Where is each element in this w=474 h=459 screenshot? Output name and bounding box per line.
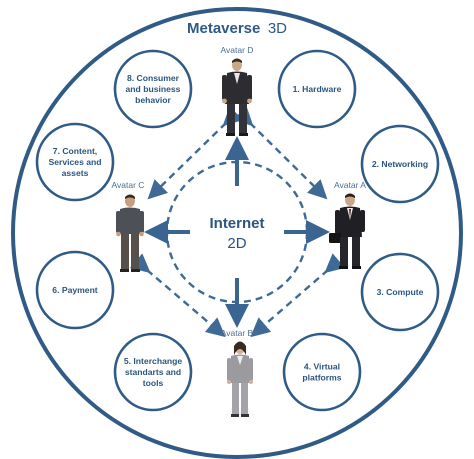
link-d-c: [147, 106, 244, 200]
title-bold: Metaverse: [187, 20, 260, 37]
node-circle: [35, 122, 115, 202]
node-label-line: tools: [143, 378, 164, 388]
node-label-line: 8. Consumer: [127, 73, 180, 83]
node-label-line: assets: [62, 168, 89, 178]
link-c-b: [129, 253, 226, 338]
node-label-line: 7. Content,: [53, 146, 97, 156]
outer-ring: [11, 7, 463, 459]
avatar-links: [129, 106, 346, 338]
avatar-a-label: Avatar A: [334, 180, 366, 190]
center-line-1: Internet: [209, 215, 264, 232]
node-label-line: 3. Compute: [377, 287, 424, 297]
node-circle: [113, 49, 193, 129]
avatar-a-figure: [329, 193, 365, 269]
node-label-line: Services and: [48, 157, 101, 167]
avatar-b-label: Avatar B: [221, 328, 254, 338]
node-circle: [113, 332, 193, 412]
title-normal: 3D: [268, 20, 287, 37]
center-line-2: 2D: [227, 235, 246, 252]
node-circle: [360, 252, 440, 332]
node-label-line: 1. Hardware: [293, 84, 342, 94]
node-1: 1. Hardware: [277, 49, 357, 129]
node-circle: [282, 332, 362, 412]
link-a-b: [250, 253, 346, 338]
node-3: 3. Compute: [360, 252, 440, 332]
node-label-line: 4. Virtual: [304, 362, 340, 372]
node-label-line: 2. Networking: [372, 159, 428, 169]
node-layer: 1. Hardware 2. Networking 3. Compute 4. Vir…: [35, 49, 440, 412]
node-label-line: standarts and: [125, 367, 181, 377]
node-label-line: platforms: [302, 373, 341, 383]
node-circle: [35, 250, 115, 330]
avatar-d-label: Avatar D: [221, 45, 254, 55]
node-circle: [277, 49, 357, 129]
center-arrows: [144, 136, 330, 328]
briefcase-icon: [329, 233, 341, 243]
node-label-line: 5. Interchange: [124, 356, 182, 366]
node-2: 2. Networking: [360, 124, 440, 204]
node-label-line: 6. Payment: [52, 285, 98, 295]
node-label-line: behavior: [135, 95, 171, 105]
avatar-c-label: Avatar C: [112, 180, 145, 190]
link-d-a: [233, 106, 328, 200]
diagram-title: Metaverse 3D: [187, 20, 287, 37]
avatar-d-figure: [222, 58, 252, 136]
node-circle: [360, 124, 440, 204]
avatar-b-figure: [226, 341, 254, 417]
node-6: 6. Payment: [35, 250, 115, 330]
node-label-line: and business: [126, 84, 181, 94]
avatar-c-figure: [116, 194, 144, 272]
